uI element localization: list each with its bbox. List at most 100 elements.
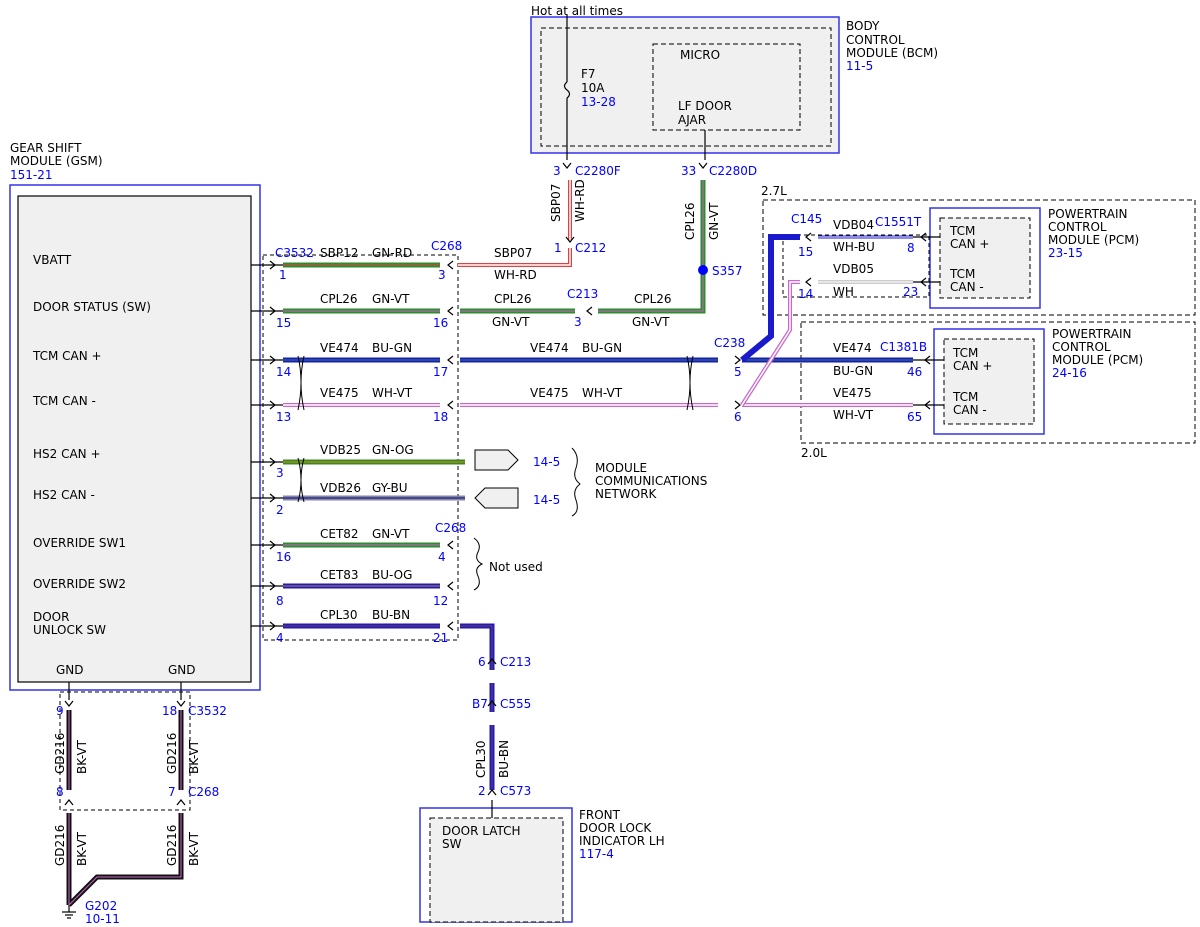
conn-g202-ref: 10-11 bbox=[85, 912, 120, 926]
wires bbox=[62, 180, 944, 919]
wire-bu-gn-c: BU-GN bbox=[833, 364, 873, 378]
fuse-f7: F7 10A 13-28 bbox=[563, 15, 616, 160]
connector-labels: C3532 C268 C212 C213 C2280F C2280D S357 … bbox=[56, 164, 927, 926]
wire-bu-bn-h: BU-BN bbox=[372, 608, 410, 622]
pin-12: 12 bbox=[433, 594, 448, 608]
gsm-pin-hs2-can-minus: HS2 CAN - bbox=[33, 488, 95, 502]
wire-gy-bu: GY-BU bbox=[372, 481, 408, 495]
bcm-title-1: BODY bbox=[846, 19, 880, 33]
fuse-ref: 13-28 bbox=[581, 95, 616, 109]
wire-cpl26-a: CPL26 bbox=[320, 292, 358, 306]
pcm-27l-pin-b-1: TCM bbox=[949, 267, 975, 281]
conn-c238: C238 bbox=[714, 336, 745, 350]
wire-sbp07-h: SBP07 bbox=[494, 246, 532, 260]
wire-gn-rd: GN-RD bbox=[372, 246, 412, 260]
wire-gn-vt-d: GN-VT bbox=[372, 527, 410, 541]
pin-c145-14: 14 bbox=[798, 287, 813, 301]
pin-c555-b7: B7 bbox=[472, 697, 488, 711]
pin-16b: 16 bbox=[276, 550, 291, 564]
network-ref-b: 14-5 bbox=[533, 493, 560, 507]
pin-bcm-3: 3 bbox=[553, 164, 561, 178]
wire-cet83: CET83 bbox=[320, 568, 359, 582]
fuse-name: F7 bbox=[581, 67, 596, 81]
conn-c1381b: C1381B bbox=[880, 340, 927, 354]
pin-15: 15 bbox=[276, 316, 291, 330]
door-lock-module: DOOR LATCH SW FRONT DOOR LOCK INDICATOR … bbox=[419, 807, 665, 923]
wire-ve475-c: VE475 bbox=[833, 386, 872, 400]
conn-c213-a: C213 bbox=[567, 287, 598, 301]
wire-cpl26-b: CPL26 bbox=[494, 292, 532, 306]
pin-13: 13 bbox=[276, 410, 291, 424]
wire-wh-vt-b: WH-VT bbox=[582, 386, 623, 400]
wire-bu-gn-a: BU-GN bbox=[372, 341, 412, 355]
pin-pcm27-a: 8 bbox=[907, 241, 915, 255]
pin-4b: 4 bbox=[276, 631, 284, 645]
wire-gn-vt-a: GN-VT bbox=[372, 292, 410, 306]
pin-c238-6: 6 bbox=[734, 410, 742, 424]
pin-16: 16 bbox=[433, 316, 448, 330]
bcm-title-2: CONTROL bbox=[846, 33, 905, 47]
gsm-pin-override-sw1: OVERRIDE SW1 bbox=[33, 536, 126, 550]
wire-gd216-b: GD216 bbox=[165, 733, 179, 774]
pcm-27l-pin-a-2: CAN + bbox=[950, 237, 989, 251]
pcm-20l-pin-a-1: TCM bbox=[952, 346, 978, 360]
pcm-20l-module: 2.0L TCM CAN + TCM CAN - POWERTRAIN CONT… bbox=[800, 321, 1196, 460]
wire-vdb26: VDB26 bbox=[320, 481, 361, 495]
wire-bu-gn-b: BU-GN bbox=[582, 341, 622, 355]
conn-g202: G202 bbox=[85, 899, 117, 913]
wire-ve475-a: VE475 bbox=[320, 386, 359, 400]
conn-c213-b: C213 bbox=[500, 655, 531, 669]
not-used-label: Not used bbox=[489, 560, 543, 574]
pin-18: 18 bbox=[433, 410, 448, 424]
door-lock-ref: 117-4 bbox=[579, 847, 614, 861]
pcm-20l-pin-a-2: CAN + bbox=[953, 359, 992, 373]
inline-connector-outlines bbox=[59, 234, 930, 811]
pin-gnd-7: 7 bbox=[168, 785, 176, 799]
network-ref-a: 14-5 bbox=[533, 455, 560, 469]
pin-1: 1 bbox=[279, 268, 287, 282]
pin-gnd-18: 18 bbox=[162, 704, 177, 718]
pin-c213-6: 6 bbox=[478, 655, 486, 669]
bcm-ref: 11-5 bbox=[846, 59, 873, 73]
wire-gd216-d: GD216 bbox=[165, 825, 179, 866]
pin-c212-1: 1 bbox=[554, 241, 562, 255]
pcm-27l-module: 2.7L TCM CAN + TCM CAN - POWERTRAIN CONT… bbox=[761, 184, 1196, 316]
wire-wh-vt-a: WH-VT bbox=[372, 386, 413, 400]
gsm-pin-door-unlock-1: DOOR bbox=[33, 610, 69, 624]
pin-c238-5: 5 bbox=[734, 365, 742, 379]
conn-c145: C145 bbox=[791, 212, 822, 226]
wire-gn-vt-v: GN-VT bbox=[707, 202, 721, 240]
pin-4: 4 bbox=[438, 550, 446, 564]
conn-c2280f: C2280F bbox=[575, 164, 621, 178]
wire-vdb05: VDB05 bbox=[833, 262, 874, 276]
wire-ve474-a: VE474 bbox=[320, 341, 359, 355]
wire-gd216-c: GD216 bbox=[53, 825, 67, 866]
pcm-27l-title-2: CONTROL bbox=[1048, 220, 1107, 234]
conn-s357: S357 bbox=[712, 264, 743, 278]
pin-c213-3: 3 bbox=[574, 315, 582, 329]
gsm-pin-door-unlock-2: UNLOCK SW bbox=[33, 623, 106, 637]
gsm-pin-door-status: DOOR STATUS (SW) bbox=[33, 300, 151, 314]
wire-sbp07-v: SBP07 bbox=[549, 184, 563, 222]
conn-c555: C555 bbox=[500, 697, 531, 711]
wire-gn-og: GN-OG bbox=[372, 443, 414, 457]
pcm-20l-pin-b-2: CAN - bbox=[953, 403, 987, 417]
pcm-27l-pin-a-1: TCM bbox=[949, 224, 975, 238]
pin-gnd-9: 9 bbox=[56, 704, 64, 718]
pcm-27l-title-1: POWERTRAIN bbox=[1048, 207, 1128, 221]
wire-vdb04: VDB04 bbox=[833, 218, 874, 232]
gsm-title-2: MODULE (GSM) bbox=[10, 154, 103, 168]
pin-17: 17 bbox=[433, 365, 448, 379]
twisted-pair-markers bbox=[297, 355, 694, 503]
pin-3b: 3 bbox=[276, 466, 284, 480]
pin-2: 2 bbox=[276, 503, 284, 517]
conn-c212: C212 bbox=[575, 241, 606, 255]
wire-wh-vt-c: WH-VT bbox=[833, 408, 874, 422]
gsm-ref: 151-21 bbox=[10, 168, 53, 182]
wire-wh-rd-v: WH-RD bbox=[573, 179, 587, 222]
wire-sbp12: SBP12 bbox=[320, 246, 358, 260]
wire-bk-vt-d: BK-VT bbox=[187, 831, 201, 866]
pin-gnd-8: 8 bbox=[56, 785, 64, 799]
gsm-pin-hs2-can-plus: HS2 CAN + bbox=[33, 447, 101, 461]
